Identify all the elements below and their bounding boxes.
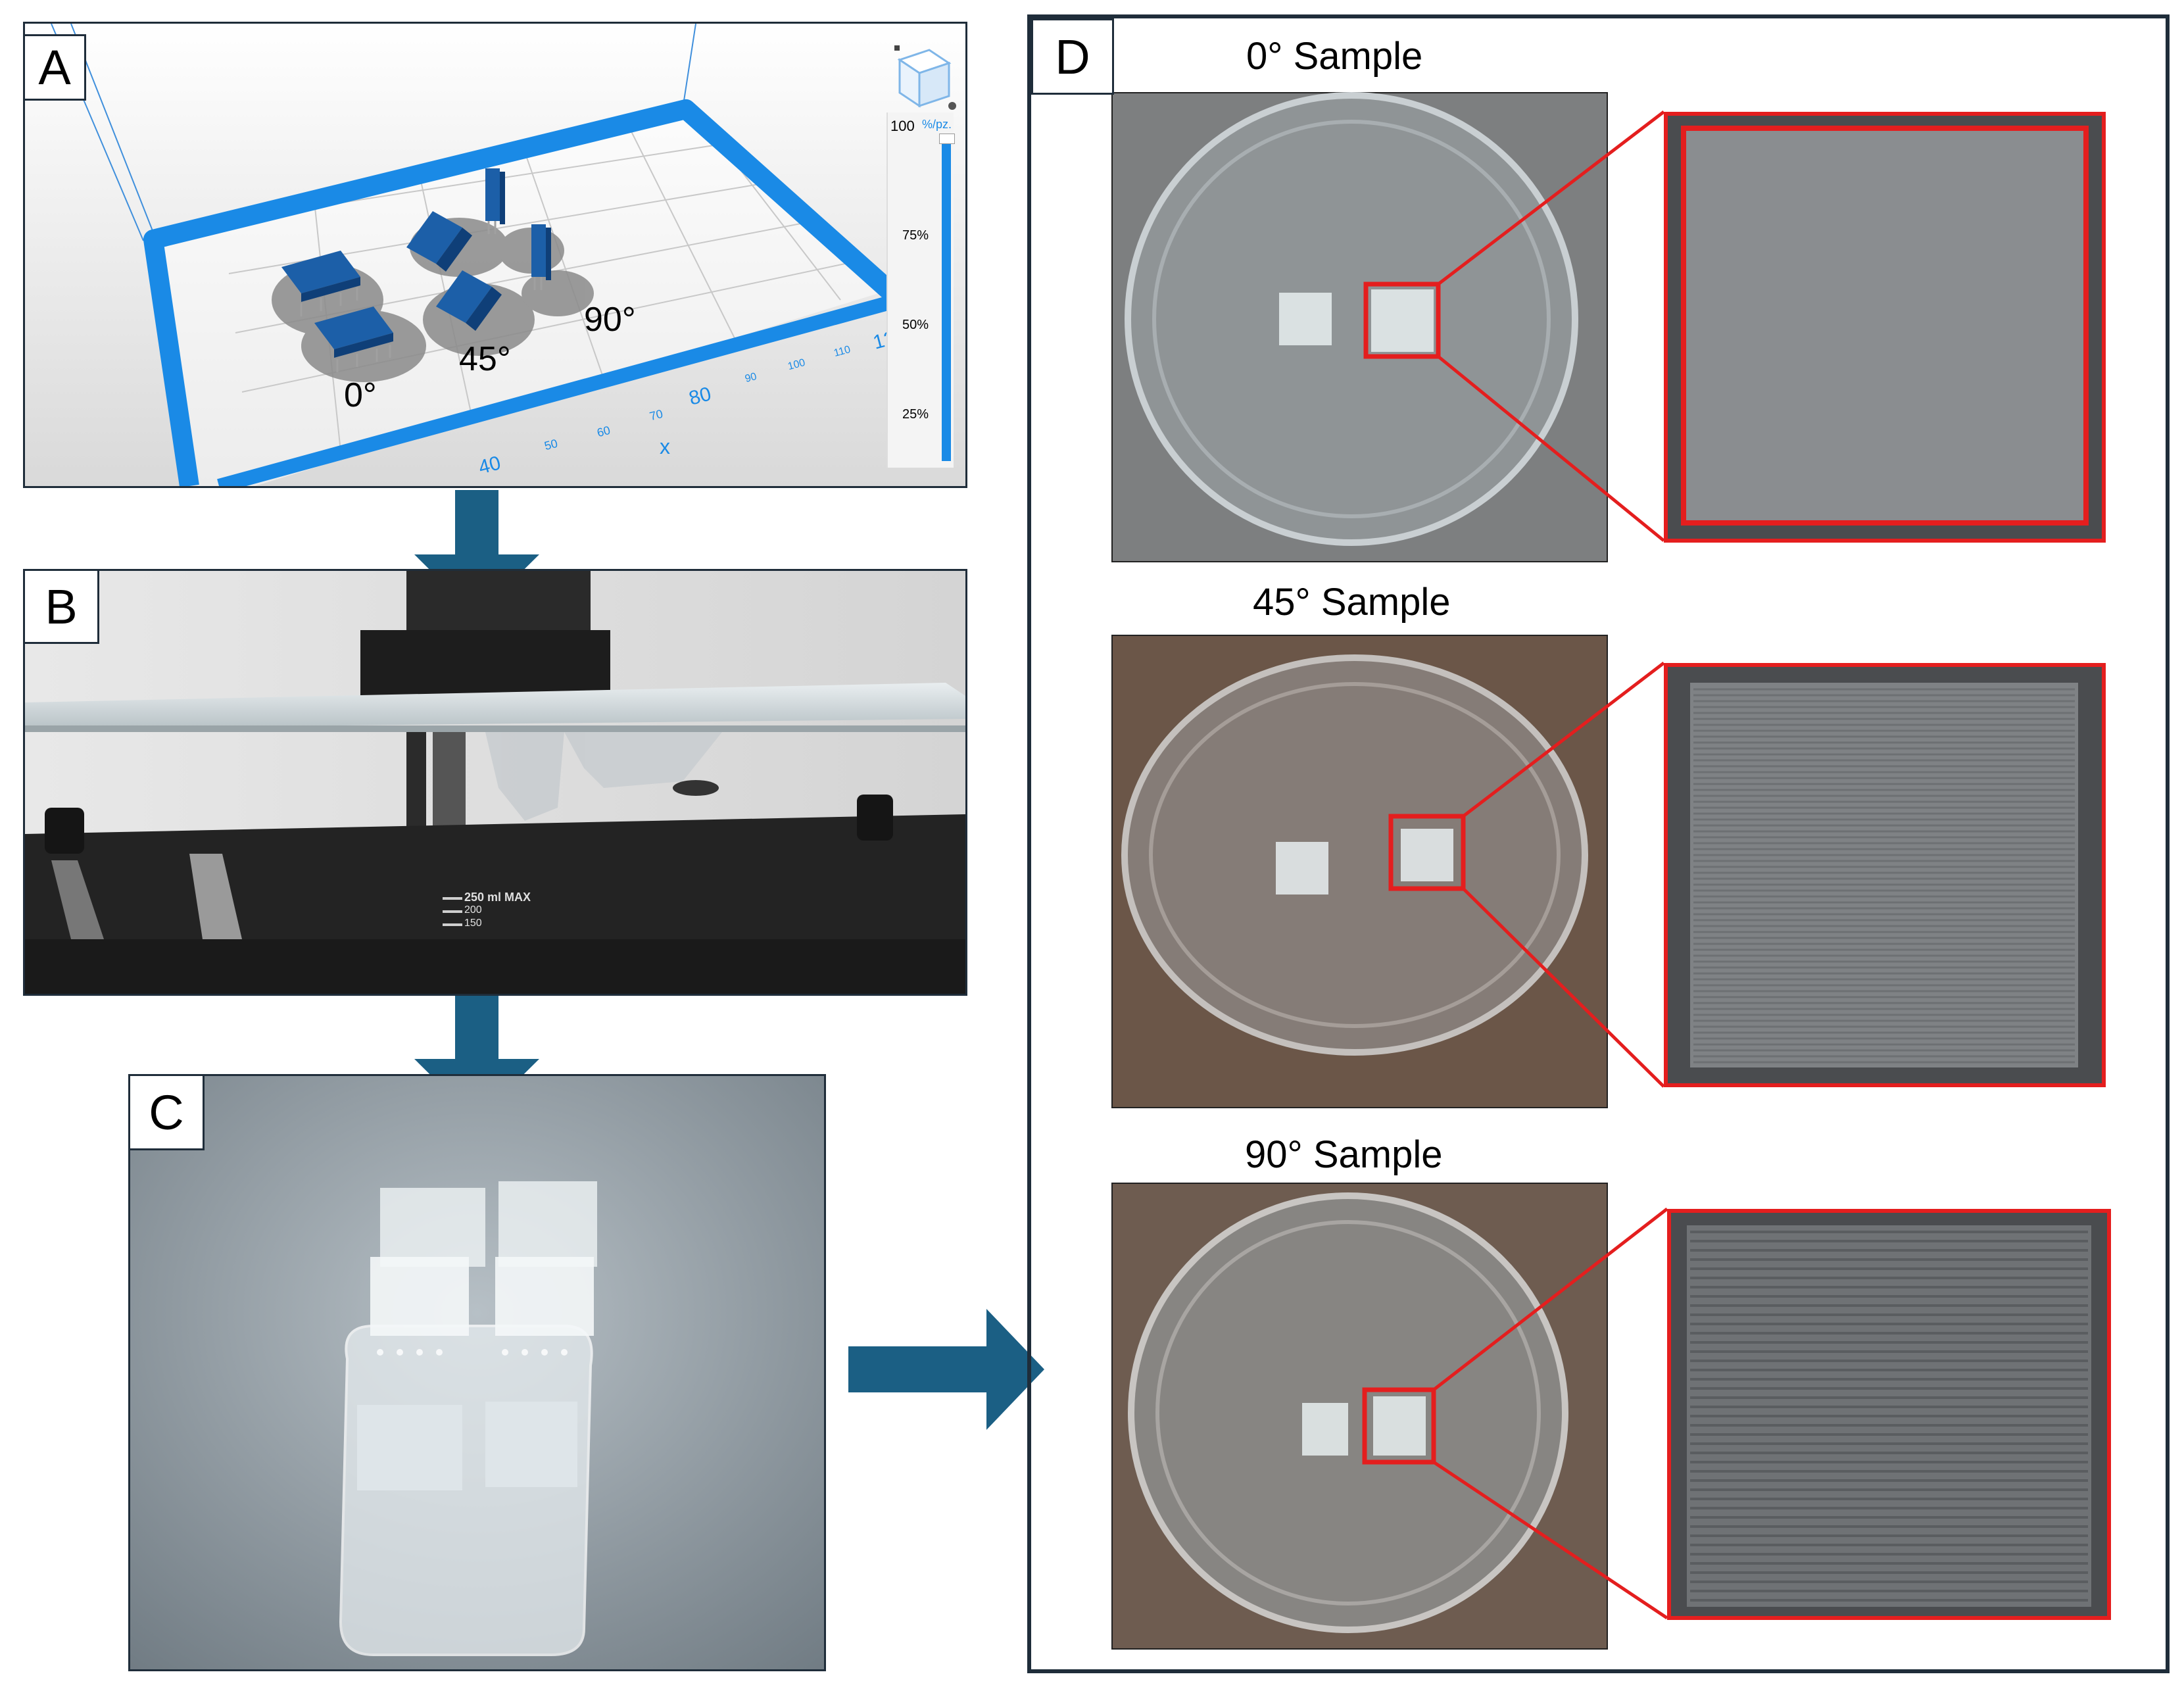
petri-dish-photo-0 <box>1111 92 1608 562</box>
vat-marking-150: 150 <box>464 918 482 929</box>
sample-title-90: 90° Sample <box>1245 1133 1443 1176</box>
zoom-surface-90 <box>1667 1209 2111 1620</box>
orientation-label-90: 90° <box>584 301 636 339</box>
panel-label-b: B <box>23 569 99 644</box>
slicer-scene <box>25 24 965 486</box>
panel-d-samples <box>1027 14 2170 1673</box>
zoom-surface-0 <box>1664 112 2106 543</box>
axis-name-x: x <box>660 435 670 458</box>
slider-fill <box>942 139 951 461</box>
right-arrow-c-to-d <box>848 1309 1044 1430</box>
slider-tick-75: 75% <box>902 228 929 243</box>
slider-unit: %/pz. <box>922 118 952 131</box>
orientation-label-45: 45° <box>459 340 511 378</box>
slider-value[interactable]: 100 <box>890 118 915 134</box>
layer-slider-panel: 100 %/pz. 75% 50% 25% <box>886 112 955 468</box>
panel-b-printer-photo: 250 ml MAX 200 150 <box>23 569 967 996</box>
panel-c-printed-parts-photo <box>128 1074 826 1671</box>
slider-tick-50: 50% <box>902 318 929 332</box>
orientation-label-0: 0° <box>344 376 377 414</box>
parts-45-degree <box>406 211 502 331</box>
slider-tick-25: 25% <box>902 407 929 422</box>
panel-label-c: C <box>128 1074 205 1150</box>
sample-title-45: 45° Sample <box>1253 581 1451 624</box>
sample-title-0: 0° Sample <box>1246 35 1423 78</box>
slider-handle[interactable] <box>939 134 955 144</box>
petri-dish-photo-45 <box>1111 635 1608 1108</box>
slider-track[interactable] <box>939 134 955 461</box>
parts-90-degree <box>485 168 551 280</box>
vat-marking-200: 200 <box>464 904 482 916</box>
view-cube-icon[interactable] <box>880 34 959 112</box>
zoom-surface-45 <box>1664 663 2106 1087</box>
panel-label-d: D <box>1031 18 1114 95</box>
petri-dish-photo-90 <box>1111 1183 1608 1650</box>
panel-a-slicer-view: 0° 45° 90° 40 50 60 70 80 90 100 110 12 … <box>23 22 967 488</box>
panel-label-a: A <box>23 34 86 101</box>
parts-0-degree <box>281 251 393 358</box>
vat-marking-max: 250 ml MAX <box>464 891 531 904</box>
build-plate-border <box>143 99 906 486</box>
